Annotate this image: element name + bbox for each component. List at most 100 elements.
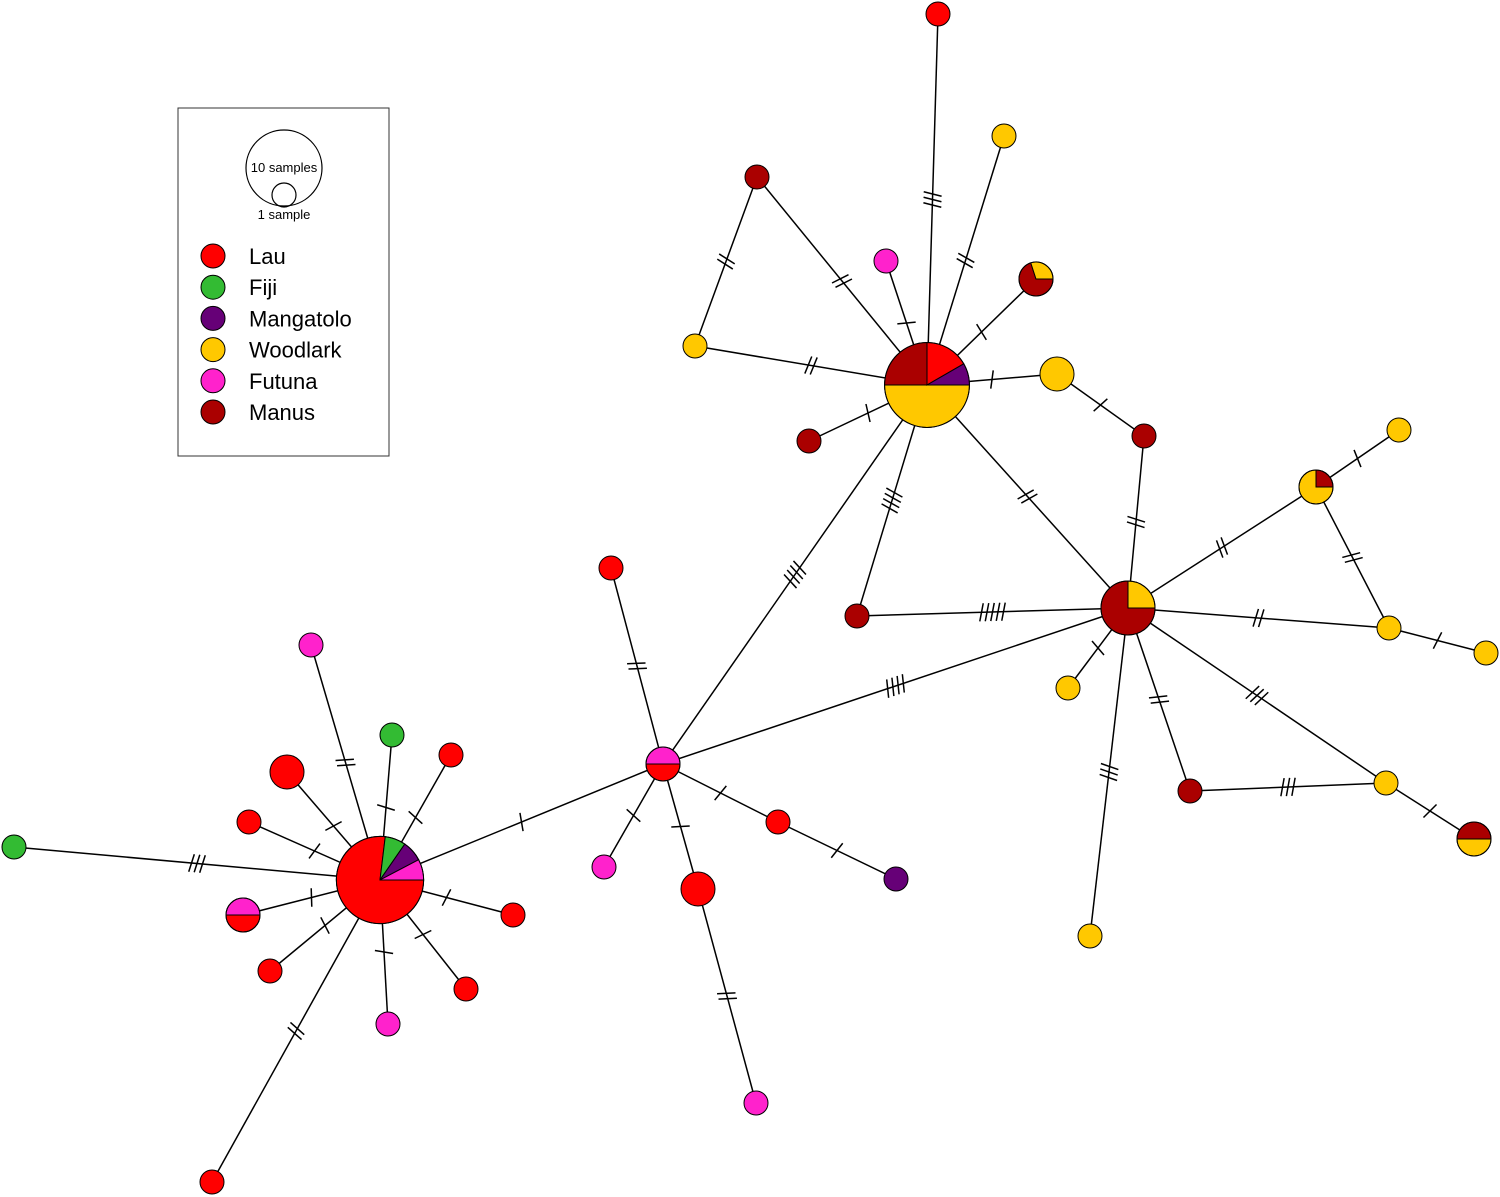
mutation-tick bbox=[1245, 685, 1260, 700]
mutation-tick bbox=[628, 667, 647, 670]
legend-label: Lau bbox=[249, 244, 286, 269]
mutation-tick bbox=[901, 674, 906, 693]
node-slice-futuna bbox=[375, 1011, 401, 1037]
legend-swatch bbox=[200, 274, 226, 300]
legend-swatch bbox=[200, 337, 226, 363]
mutation-tick bbox=[1020, 493, 1038, 504]
mutation-tick bbox=[626, 808, 641, 823]
mutation-tick bbox=[188, 853, 196, 873]
haplotype-node-a6 bbox=[236, 809, 262, 835]
mutation-tick bbox=[783, 573, 798, 589]
haplotype-node-B bbox=[884, 342, 970, 428]
node-outline bbox=[335, 835, 425, 925]
node-slice-woodlark bbox=[682, 333, 708, 359]
haplotype-node-d6 bbox=[883, 866, 909, 892]
haplotype-node-b1 bbox=[925, 1, 951, 27]
legend-item-manus: Manus bbox=[200, 399, 315, 425]
mutation-tick bbox=[884, 492, 902, 504]
node-slice-manus bbox=[1131, 423, 1157, 449]
node-slice-woodlark bbox=[1077, 923, 1103, 949]
mutation-tick bbox=[1422, 803, 1438, 819]
mutation-tick bbox=[337, 763, 356, 767]
haplotype-node-b9 bbox=[844, 603, 870, 629]
legend-label: Manus bbox=[249, 400, 315, 425]
node-slice-lau bbox=[500, 902, 526, 928]
node-slice-manus bbox=[844, 603, 870, 629]
node-slice-futuna bbox=[873, 248, 899, 274]
mutation-tick bbox=[792, 560, 807, 576]
haplotype-node-c3 bbox=[1376, 615, 1402, 641]
mutation-tick bbox=[627, 662, 646, 665]
node-slice-lau bbox=[438, 742, 464, 768]
haplotype-node-a4 bbox=[379, 722, 405, 748]
mutation-tick bbox=[956, 257, 974, 269]
mutation-tick bbox=[1150, 700, 1170, 704]
node-outline bbox=[645, 746, 681, 782]
mutation-tick bbox=[1344, 556, 1363, 564]
edge-d3-d4 bbox=[697, 888, 757, 1104]
haplotype-node-c6 bbox=[1177, 778, 1203, 804]
node-slice-lau bbox=[257, 958, 283, 984]
mutation-tick bbox=[718, 997, 737, 1000]
mutation-tick bbox=[1100, 762, 1119, 771]
node-outline bbox=[1298, 469, 1334, 505]
node-slice-woodlark bbox=[1473, 640, 1499, 666]
mutation-tick bbox=[923, 202, 942, 208]
haplotype-node-C bbox=[1100, 580, 1156, 636]
haplotype-node-d3 bbox=[680, 871, 716, 907]
node-slice-lau bbox=[598, 555, 624, 581]
mutation-tick bbox=[671, 825, 690, 828]
mutation-tick bbox=[310, 888, 313, 907]
node-slice-lau bbox=[269, 754, 305, 790]
node-slice-woodlark bbox=[884, 384, 970, 428]
edge-c1-c3 bbox=[1315, 486, 1390, 629]
mutation-tick bbox=[1291, 777, 1296, 796]
node-slice-woodlark bbox=[1055, 675, 1081, 701]
edge-D-C bbox=[662, 607, 1129, 765]
legend-label: Futuna bbox=[249, 369, 318, 394]
node-slice-woodlark bbox=[1376, 615, 1402, 641]
haplotype-node-d5 bbox=[765, 809, 791, 835]
node-slice-woodlark bbox=[1386, 417, 1412, 443]
legend-size-large-label: 10 samples bbox=[251, 160, 318, 175]
edge-B-b2 bbox=[926, 135, 1005, 386]
legend-label: Fiji bbox=[249, 275, 277, 300]
legend-label: Mangatolo bbox=[249, 306, 352, 331]
edge-C-c3 bbox=[1127, 607, 1390, 629]
haplotype-node-c7 bbox=[1077, 923, 1103, 949]
haplotype-node-c4 bbox=[1473, 640, 1499, 666]
mutation-tick bbox=[335, 758, 354, 762]
mutation-tick bbox=[957, 252, 975, 264]
legend-item-mangatolo: Mangatolo bbox=[200, 305, 352, 331]
node-slice-lau bbox=[680, 871, 716, 907]
node-slice-lau bbox=[645, 763, 681, 782]
mutation-tick bbox=[1093, 398, 1108, 412]
haplotype-node-c9 bbox=[1456, 821, 1492, 857]
node-slice-woodlark bbox=[1039, 356, 1075, 392]
mutation-tick bbox=[1353, 449, 1362, 468]
legend-size-small-circle bbox=[271, 182, 297, 208]
edge-B-b3 bbox=[756, 176, 928, 386]
legend-item-lau: Lau bbox=[200, 243, 286, 269]
haplotype-node-b3 bbox=[744, 164, 770, 190]
mutation-tick bbox=[979, 603, 984, 622]
mutation-tick bbox=[1285, 777, 1291, 797]
mutation-tick bbox=[995, 602, 1001, 622]
mutation-tick bbox=[376, 804, 396, 811]
mutation-tick bbox=[320, 916, 330, 935]
mutation-tick bbox=[990, 602, 995, 622]
mutation-tick bbox=[198, 854, 206, 874]
haplotype-node-a12 bbox=[199, 1169, 225, 1195]
mutation-tick bbox=[831, 274, 849, 284]
mutation-tick bbox=[289, 1021, 305, 1036]
mutation-ticks-layer bbox=[188, 191, 1443, 1041]
haplotype-node-b8 bbox=[796, 428, 822, 454]
mutation-tick bbox=[865, 403, 871, 423]
mutation-tick bbox=[990, 370, 994, 389]
haplotype-node-a7 bbox=[225, 897, 261, 933]
haplotype-node-d4 bbox=[743, 1090, 769, 1116]
haplotype-node-d1 bbox=[598, 555, 624, 581]
